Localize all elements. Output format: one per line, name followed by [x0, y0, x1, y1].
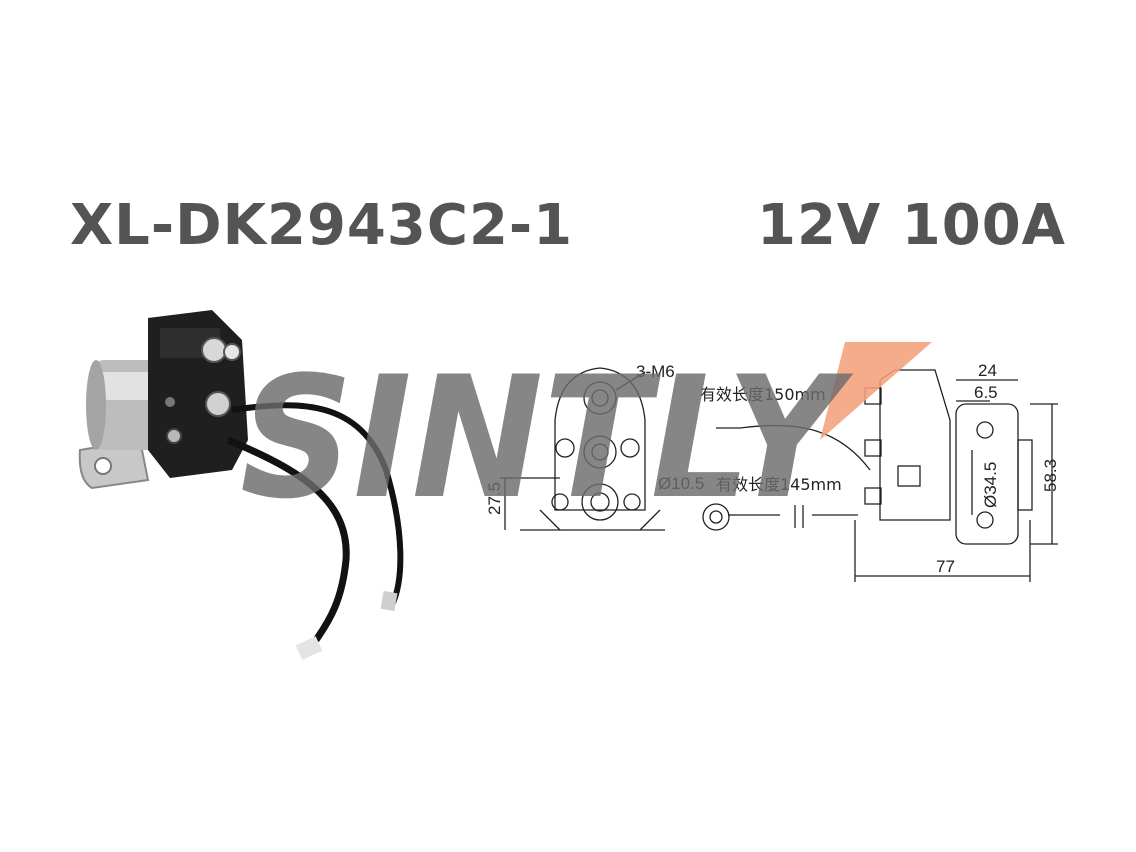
thread-label: 3-M6	[636, 362, 675, 381]
watermark-accent-shape	[820, 342, 932, 440]
length-total-label: 77	[936, 557, 955, 576]
height-left-label: 27.5	[485, 482, 504, 515]
watermark-text: SINTLY	[240, 340, 853, 536]
technical-drawing	[500, 367, 1058, 582]
width-top-label: 24	[978, 361, 997, 380]
hole-diameter-label: Ø10.5	[658, 474, 704, 493]
brand-watermark: SINTLY	[240, 340, 932, 536]
voltage-rating: 12V 100A	[757, 193, 1066, 258]
height-right-label: 58.3	[1041, 459, 1060, 492]
body-diameter-label: Ø34.5	[981, 462, 1000, 508]
lead-upper-label: 有效长度150mm	[700, 385, 826, 404]
width-inner-label: 6.5	[974, 383, 998, 402]
model-number: XL-DK2943C2-1	[70, 193, 574, 258]
lead-lower-label: 有效长度145mm	[716, 475, 842, 494]
solenoid-photo	[78, 310, 404, 660]
